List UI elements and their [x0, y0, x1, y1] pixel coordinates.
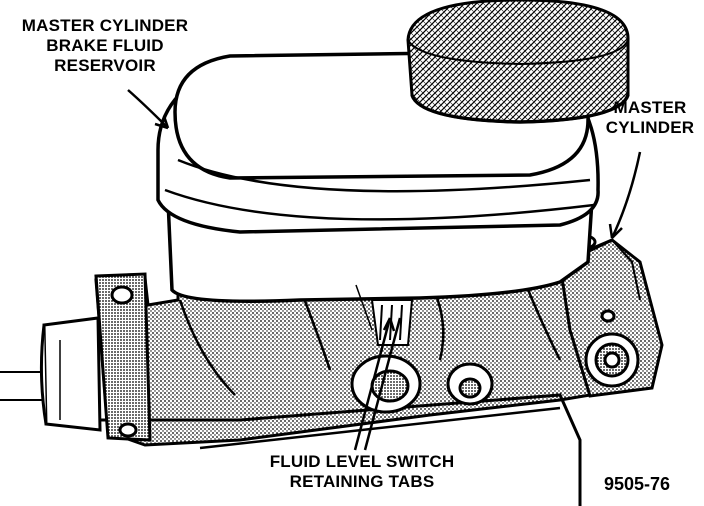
fluid-level-switch-label-line-2: RETAINING TABS: [289, 472, 435, 491]
reservoir-label-line-1: MASTER CYLINDER: [21, 16, 189, 35]
reservoir-label-line-3: RESERVOIR: [54, 56, 156, 75]
reservoir-label: MASTER CYLINDER BRAKE FLUID RESERVOIR: [10, 16, 200, 76]
figure-id: 9505-76: [604, 474, 671, 494]
master-cylinder-label-line-1: MASTER: [613, 98, 687, 117]
mounting-boss: [558, 234, 664, 398]
master-cylinder-label: MASTER CYLINDER: [596, 98, 704, 138]
leader-lines: [127, 89, 642, 451]
reservoir-label-line-2: BRAKE FLUID: [46, 36, 164, 55]
master-cylinder-label-line-2: CYLINDER: [605, 118, 695, 137]
fluid-level-switch-label: FLUID LEVEL SWITCH RETAINING TABS: [262, 452, 462, 492]
fluid-level-switch-label-line-1: FLUID LEVEL SWITCH: [269, 452, 455, 471]
reservoir-cap: [406, 0, 630, 124]
booster-flange: [39, 316, 102, 432]
